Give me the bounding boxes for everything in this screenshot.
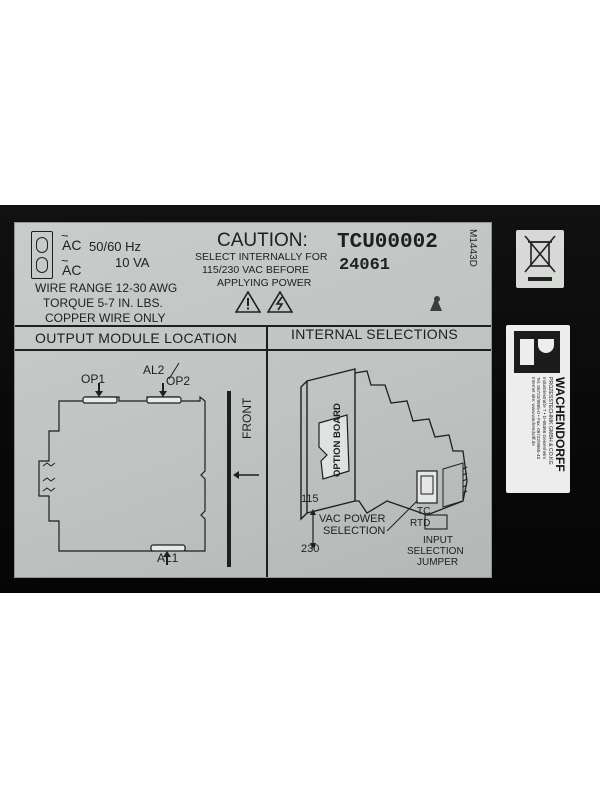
output-module-title: OUTPUT MODULE LOCATION	[35, 330, 238, 346]
tilde-icon: ~	[61, 253, 69, 268]
device-label: ~ AC ~ AC 50/60 Hz 10 VA CAUTION: SELECT…	[14, 222, 492, 578]
company-address: Industriestraße 7 • D-65366 Geisenheim	[541, 377, 547, 460]
internal-selections-title: INTERNAL SELECTIONS	[291, 326, 458, 342]
ac-bottom: AC	[62, 262, 82, 278]
frequency: 50/60 Hz	[89, 239, 142, 254]
tc-label: TC	[417, 506, 431, 517]
rtd-label: RTD	[410, 518, 431, 529]
caution-line-1: SELECT INTERNALLY FOR	[195, 251, 328, 263]
copper-wire: COPPER WIRE ONLY	[45, 311, 166, 325]
al2-label: AL2	[143, 363, 165, 377]
internal-selections-diagram	[300, 368, 468, 549]
caution-title: CAUTION:	[217, 230, 308, 251]
high-voltage-icon	[267, 291, 293, 313]
front-label: FRONT	[240, 397, 254, 439]
company-phone: Tel. 06722/9965-0 • Fax. 06722/9965-43	[536, 377, 542, 460]
company-name: PROZESSTECHNIK GMBH & CO.KG	[547, 377, 553, 465]
crossed-bin-icon	[524, 235, 556, 281]
option-board-label: OPTION BOARD	[332, 403, 343, 477]
ac-top: AC	[62, 237, 82, 253]
wachendorff-logo	[514, 331, 560, 373]
op2-label: OP2	[166, 374, 191, 388]
section-divider	[15, 349, 491, 351]
torque: TORQUE 5-7 IN. LBS.	[43, 296, 163, 310]
weee-sticker	[516, 230, 564, 288]
model-number: TCU00002	[337, 231, 438, 254]
power-rating: 10 VA	[115, 255, 150, 270]
vac-power-label: VAC POWER	[319, 513, 386, 525]
caution-line-3: APPLYING POWER	[217, 277, 312, 289]
side-code: M1443D	[467, 229, 478, 267]
ul-mark-icon	[430, 296, 442, 311]
vac-selection-label: SELECTION	[323, 525, 386, 537]
wire-range: WIRE RANGE 12-30 AWG	[35, 281, 178, 295]
input-label: INPUT	[423, 535, 453, 546]
fuse-icon	[31, 231, 53, 279]
section-divider	[15, 325, 491, 327]
serial-number: 24061	[339, 256, 391, 275]
brand-name: WACHENDORFF	[553, 377, 567, 472]
al1-label: AL1	[157, 551, 179, 565]
vac-230: 230	[301, 543, 320, 555]
tilde-icon: ~	[61, 228, 69, 243]
warning-triangle-icon	[235, 291, 261, 313]
output-module-diagram	[38, 362, 259, 567]
jumper-label: JUMPER	[417, 557, 459, 568]
wachendorff-sticker: WACHENDORFF PROZESSTECHNIK GMBH & CO.KG …	[506, 325, 570, 493]
company-web: Internet site: www.wachendorff.de	[530, 377, 536, 446]
vac-115: 115	[301, 493, 319, 505]
caution-line-2: 115/230 VAC BEFORE	[202, 264, 309, 276]
input-selection-label: SELECTION	[407, 546, 464, 557]
op1-label: OP1	[81, 372, 106, 386]
column-divider	[266, 325, 268, 577]
